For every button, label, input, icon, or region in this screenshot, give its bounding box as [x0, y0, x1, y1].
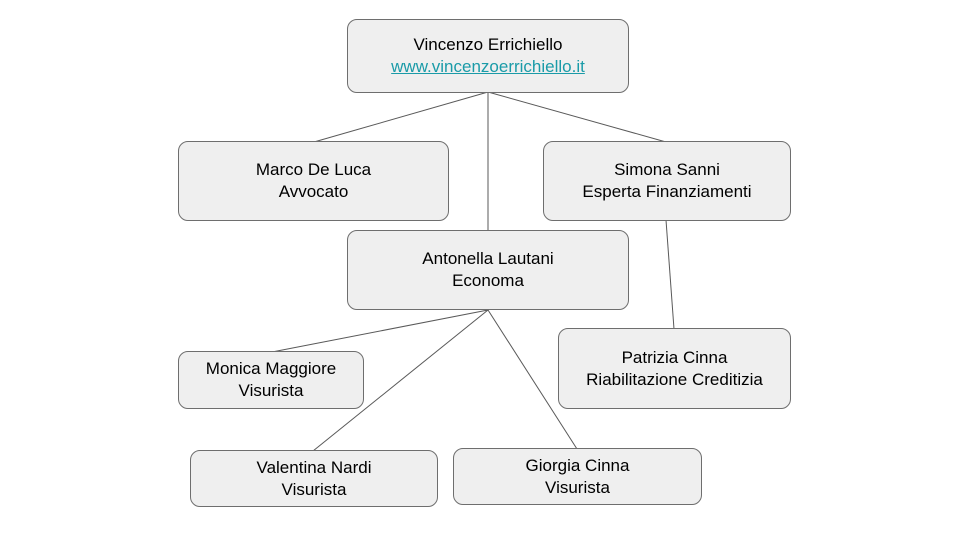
edge-antonella-giorgia	[487, 309, 578, 450]
website-link[interactable]: www.vincenzoerrichiello.it	[391, 57, 585, 76]
node-name: Valentina Nardi	[256, 457, 372, 477]
node-simona-sanni: Simona Sanni Esperta Finanziamenti	[543, 141, 791, 221]
node-name: Monica Maggiore	[205, 359, 337, 378]
node-role: Visurista	[545, 477, 610, 497]
node-role: Economa	[452, 271, 524, 290]
node-name: Simona Sanni	[614, 160, 720, 179]
edge-root-simona	[487, 91, 667, 143]
edge-simona-patrizia	[665, 219, 675, 330]
node-name: Marco De Luca	[255, 160, 372, 179]
edge-antonella-monica	[271, 309, 489, 353]
node-name: Vincenzo Errichiello	[413, 35, 563, 54]
node-role: Esperta Finanziamenti	[582, 182, 752, 201]
edge-antonella-valentina	[312, 309, 489, 452]
node-role: Riabilitazione Creditizia	[586, 369, 763, 389]
edge-root-marco	[313, 91, 489, 143]
node-name: Patrizia Cinna	[621, 347, 728, 367]
node-name: Giorgia Cinna	[525, 455, 630, 475]
node-role: Visurista	[281, 479, 347, 499]
node-name: Antonella Lautani	[422, 249, 554, 268]
node-valentina-nardi: Valentina Nardi Visurista	[190, 450, 438, 507]
node-monica-maggiore: Monica Maggiore Visurista	[178, 351, 364, 409]
node-antonella-lautani: Antonella Lautani Economa	[347, 230, 629, 310]
node-marco-de-luca: Marco De Luca Avvocato	[178, 141, 449, 221]
node-role: Avvocato	[278, 182, 349, 201]
node-vincenzo-errichiello: Vincenzo Errichiello www.vincenzoerrichi…	[347, 19, 629, 93]
node-giorgia-cinna: Giorgia Cinna Visurista	[453, 448, 702, 505]
node-patrizia-cinna: Patrizia Cinna Riabilitazione Creditizia	[558, 328, 791, 409]
node-role: Visurista	[238, 381, 304, 400]
